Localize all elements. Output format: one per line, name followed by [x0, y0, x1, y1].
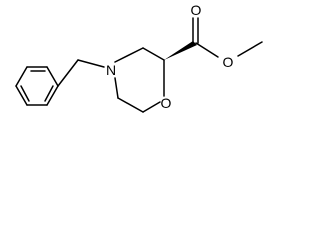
ester-c-o-bond — [195, 42, 219, 58]
ester-oxygen-label: O — [223, 54, 234, 70]
morpholine-bond-o-c6 — [142, 101, 161, 113]
ester-o-methyl-bond — [237, 41, 263, 57]
morpholine-bond-c3-c2 — [142, 47, 165, 61]
benzene-double-bond-3 — [20, 85, 30, 102]
benzene-bond-3 — [46, 85, 59, 106]
benzene-bond-2 — [46, 66, 59, 87]
carbonyl-oxygen-label: O — [191, 2, 202, 18]
morpholine-bond-c6-c5 — [117, 97, 144, 113]
benzyl-bond-2 — [77, 59, 105, 68]
stereo-wedge-bond — [164, 41, 197, 60]
benzene-bond-5 — [15, 85, 28, 106]
nitrogen-label: N — [106, 62, 116, 78]
morpholine-ring — [114, 47, 165, 113]
benzene-bond-6 — [15, 66, 28, 87]
benzyl-bond-1 — [57, 59, 79, 87]
ring-oxygen-label: O — [161, 95, 172, 111]
benzene-double-bond-2 — [44, 85, 54, 102]
morpholine-bond-n-c3 — [114, 47, 144, 63]
morpholine-bond-c5-n — [114, 77, 119, 99]
molecule-structure: N O O O — [15, 2, 263, 113]
ester-group — [192, 17, 263, 58]
benzene-ring — [15, 66, 59, 106]
